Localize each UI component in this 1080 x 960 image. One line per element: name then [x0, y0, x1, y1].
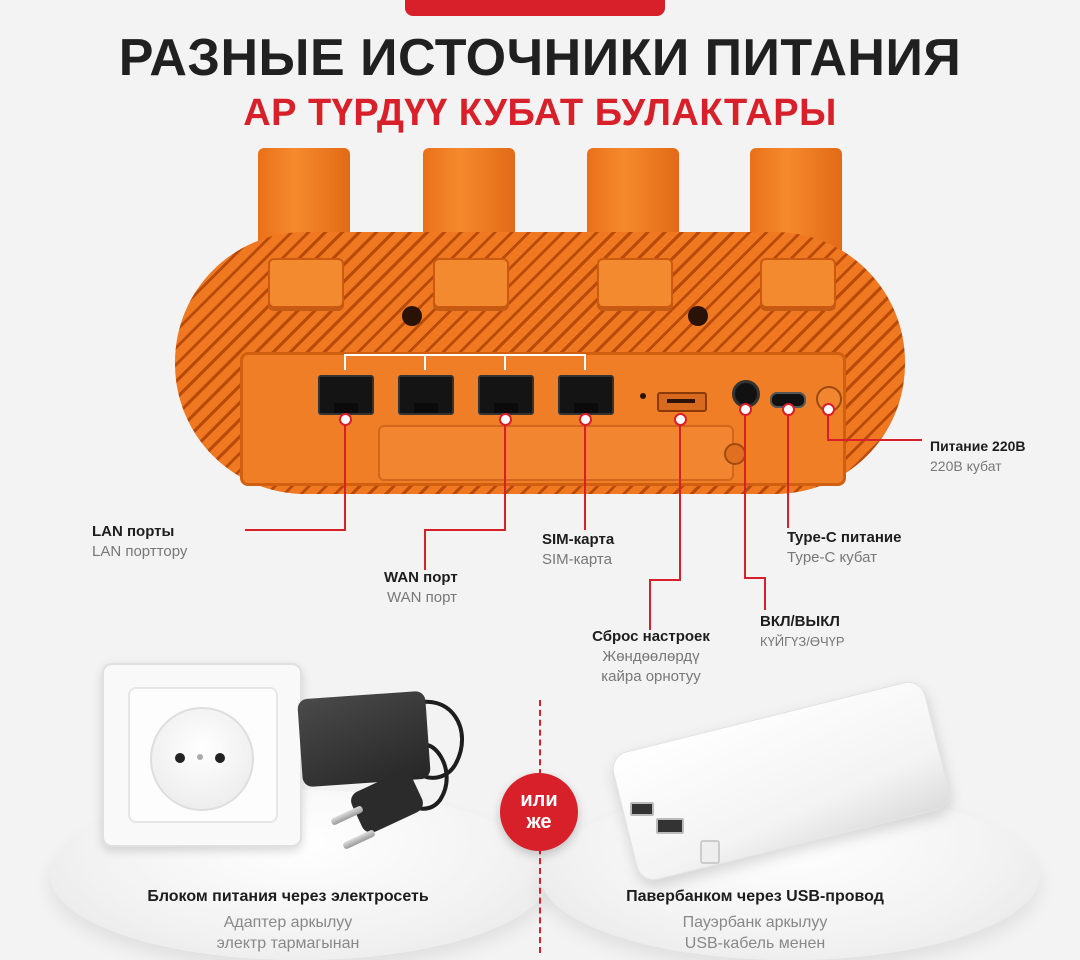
antenna-hinge-1: [268, 258, 344, 308]
caption-right-sub-1: Пауэрбанк аркылуу: [682, 914, 828, 931]
callout-typec-label: Type-C питание: [787, 529, 902, 546]
caption-right-title: Павербанком через USB-провод: [626, 888, 884, 905]
callout-power220: Питание 220В 220В кубат: [930, 436, 1026, 476]
callout-onoff-sub: КҮЙГҮЗ/ӨЧҮР: [760, 634, 845, 649]
callout-power220-label: Питание 220В: [930, 438, 1026, 454]
lan-port-2: [398, 375, 454, 415]
pin-lan: [339, 413, 352, 426]
lan-port-1: [318, 375, 374, 415]
mount-hole-left: [402, 306, 422, 326]
callout-wan: WAN порт WAN порт: [384, 568, 458, 608]
callout-typec-sub: Type-C кубат: [787, 549, 878, 566]
caption-left-sub-2: электр тармагынан: [216, 935, 360, 952]
pin-wan: [499, 413, 512, 426]
wan-port: [558, 375, 614, 415]
power-220v-socket: [816, 386, 842, 412]
callout-lan-label: LAN порты: [92, 523, 175, 540]
antenna-hinge-2: [433, 258, 509, 308]
callout-lan-sub: LAN порттору: [92, 543, 188, 560]
callout-reset: Сброс настроек Жөндөөлөрдү кайра орнотуу: [583, 627, 719, 687]
mount-hole-right: [688, 306, 708, 326]
socket-hole-right: [215, 753, 225, 763]
pin-onoff: [739, 403, 752, 416]
title-kyrgyz: АР ТҮРДҮҮ КУБАТ БУЛАКТАРЫ: [243, 92, 837, 134]
callout-wan-sub: WAN порт: [387, 589, 457, 606]
caption-left-sub-1: Адаптер аркылуу: [223, 914, 353, 931]
caption-left: Блоком питания через электросеть Адаптер…: [98, 888, 478, 954]
antenna-hinge-4: [760, 258, 836, 308]
lan-port-3: [478, 375, 534, 415]
power-adapter-icon: [297, 690, 431, 788]
top-tab: [405, 0, 665, 16]
or-badge: или же: [500, 773, 578, 851]
pin-power220: [822, 403, 835, 416]
callout-reset-label: Сброс настроек: [592, 628, 710, 645]
callout-onoff: ВКЛ/ВЫКЛ КҮЙГҮЗ/ӨЧҮР: [760, 612, 845, 652]
callout-reset-sub-1: Жөндөөлөрдү: [602, 648, 700, 665]
callout-onoff-label: ВКЛ/ВЫКЛ: [760, 613, 840, 630]
callout-sim-sub: SIM-карта: [542, 551, 612, 568]
callout-sim: SIM-карта SIM-карта: [542, 530, 614, 570]
callout-power220-sub: 220В кубат: [930, 458, 1002, 474]
socket-hole-left: [175, 753, 185, 763]
caption-left-title: Блоком питания через электросеть: [147, 888, 429, 905]
powerbank-usb-a-port: [656, 818, 684, 834]
title-russian: РАЗНЫЕ ИСТОЧНИКИ ПИТАНИЯ: [118, 29, 962, 87]
caption-right: Павербанком через USB-провод Пауэрбанк а…: [575, 888, 935, 954]
powerbank-button: [700, 840, 720, 864]
sim-slot: [657, 392, 707, 412]
or-badge-ky: же: [526, 811, 552, 833]
socket-ground-dot: [197, 754, 203, 760]
powerbank-usb-c-port: [630, 802, 654, 816]
pin-reset: [674, 413, 687, 426]
antenna-hinge-3: [597, 258, 673, 308]
or-badge-ru: или: [520, 789, 558, 811]
status-led: [640, 393, 646, 399]
callout-lan: LAN порты LAN порттору: [92, 522, 187, 562]
callout-sim-label: SIM-карта: [542, 531, 615, 548]
pin-typec: [782, 403, 795, 416]
callout-reset-sub-2: кайра орнотуу: [601, 668, 701, 685]
callout-typec: Type-C питание Type-C кубат: [787, 528, 902, 568]
pin-sim: [579, 413, 592, 426]
caption-right-sub-2: USB-кабель менен: [684, 935, 826, 952]
callout-wan-label: WAN порт: [384, 569, 458, 586]
router-sim-cover: [378, 425, 734, 481]
